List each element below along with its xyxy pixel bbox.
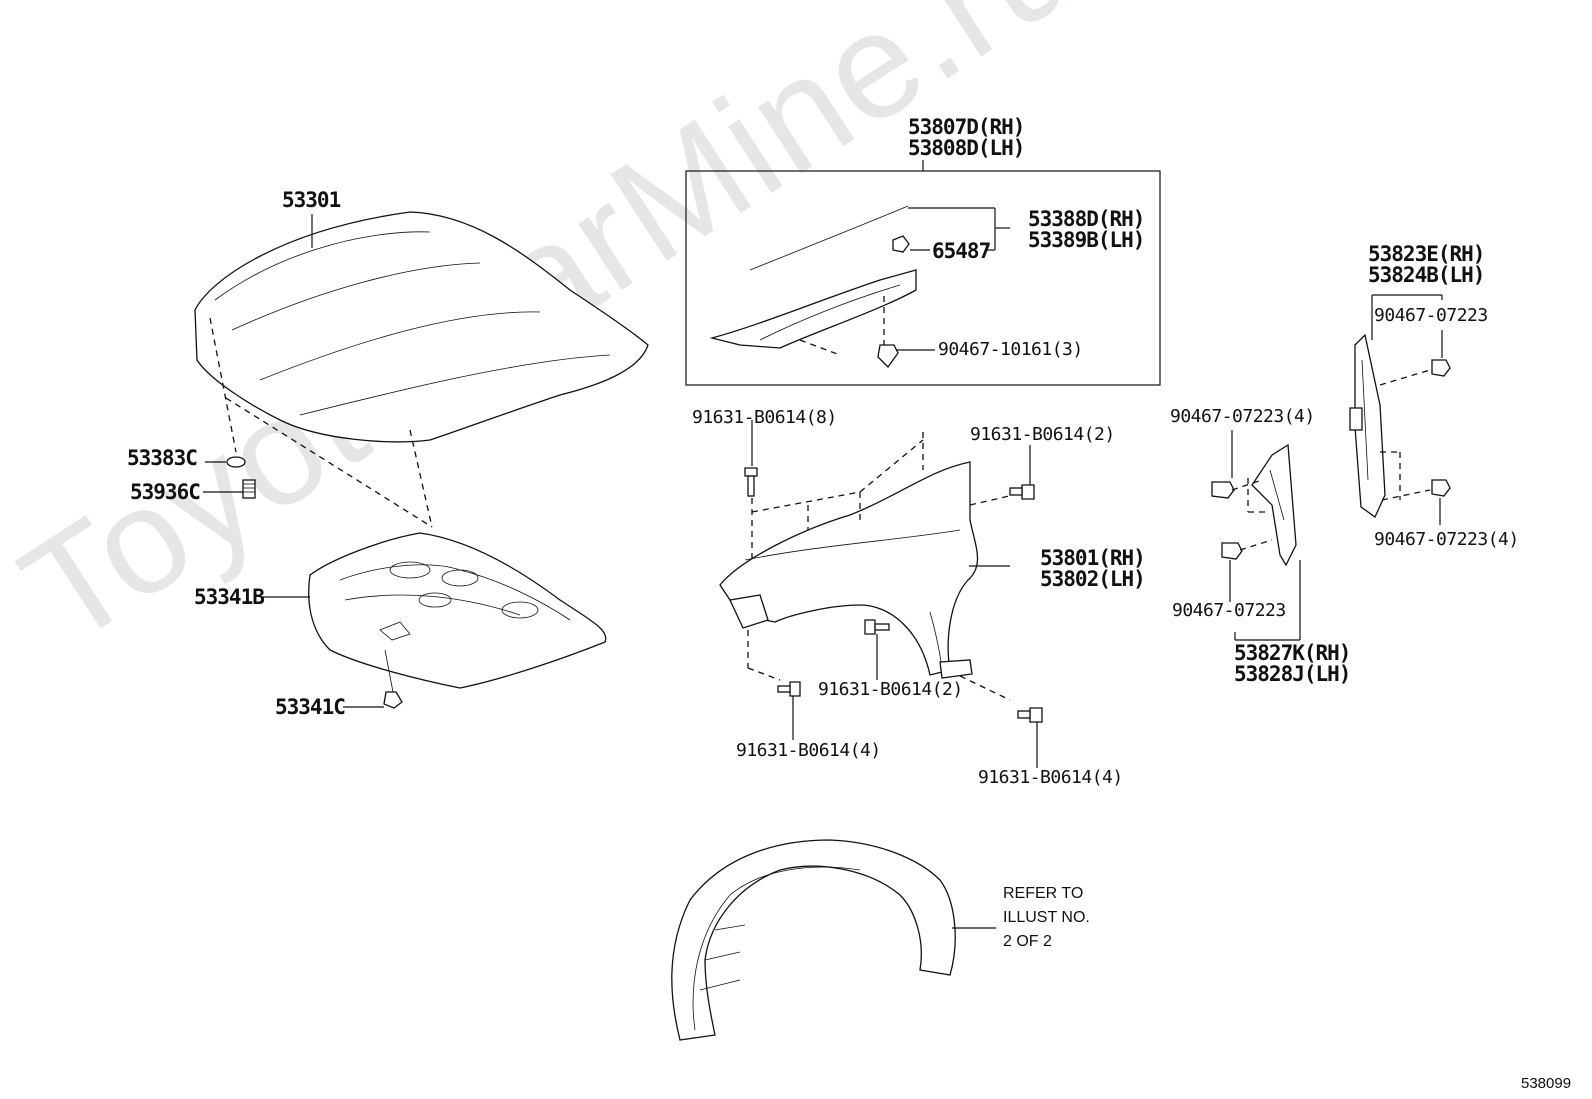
bracket-lh-label: 53828J(LH) (1234, 662, 1351, 686)
bolt-top-right-label: 91631-B0614(2) (970, 424, 1115, 445)
refer-note-line-1: REFER TO (1003, 885, 1084, 902)
refer-note-line-2: ILLUST NO. (1003, 909, 1090, 926)
fender-rh-label: 53801(RH) (1040, 546, 1146, 570)
bracket-rh-label: 53827K(RH) (1234, 641, 1351, 665)
seal-assy-lh-label: 53808D(LH) (908, 136, 1025, 160)
diagram-number: 538099 (1521, 1075, 1572, 1092)
hood-label: 53301 (282, 188, 341, 212)
refer-note: REFER TO ILLUST NO. 2 OF 2 (1003, 882, 1090, 954)
seal-clip-label: 65487 (932, 239, 991, 263)
apron-lh-label: 53824B(LH) (1368, 263, 1485, 287)
bolt-mid-label: 91631-B0614(2) (818, 679, 963, 700)
hood-cushion-label: 53383C (127, 446, 198, 470)
bolt-bottom-right-label: 91631-B0614(4) (978, 767, 1123, 788)
bracket-clip-label: 90467-10161(3) (938, 339, 1083, 360)
bolt-bottom-left-label: 91631-B0614(4) (736, 740, 881, 761)
clip-mid-bottom-label: 90467-07223 (1172, 600, 1286, 621)
bolt-shapes (744, 467, 1043, 723)
cushion-shape (226, 456, 246, 468)
hood-stopper-label: 53936C (130, 480, 201, 504)
clip-right-top-label: 90467-07223 (1374, 305, 1488, 326)
apron-rh-label: 53823E(RH) (1368, 242, 1485, 266)
hood-insulator-label: 53341B (194, 585, 265, 609)
refer-note-line-3: 2 OF 2 (1003, 933, 1052, 950)
bolt-top-left-label: 91631-B0614(8) (692, 407, 837, 428)
insulator-clip-label: 53341C (275, 695, 346, 719)
fender-shape (719, 461, 979, 679)
hood-panel-shape (194, 211, 649, 443)
bracket-shape (1251, 443, 1297, 567)
seal-lh-label: 53389B(LH) (1028, 228, 1145, 252)
fender-liner-shape (671, 839, 956, 1041)
insulator-shape (308, 532, 607, 689)
clip-mid-top-label: 90467-07223(4) (1170, 406, 1315, 427)
clip-right-bottom-label: 90467-07223(4) (1374, 529, 1519, 550)
seal-assy-box (685, 170, 1161, 386)
apron-shape (1349, 333, 1386, 518)
seal-assy-rh-label: 53807D(RH) (908, 115, 1025, 139)
seal-rh-label: 53388D(RH) (1028, 207, 1145, 231)
fender-lh-label: 53802(LH) (1040, 567, 1146, 591)
stopper-shape (242, 479, 256, 499)
insulator-clip-shape (383, 691, 403, 709)
